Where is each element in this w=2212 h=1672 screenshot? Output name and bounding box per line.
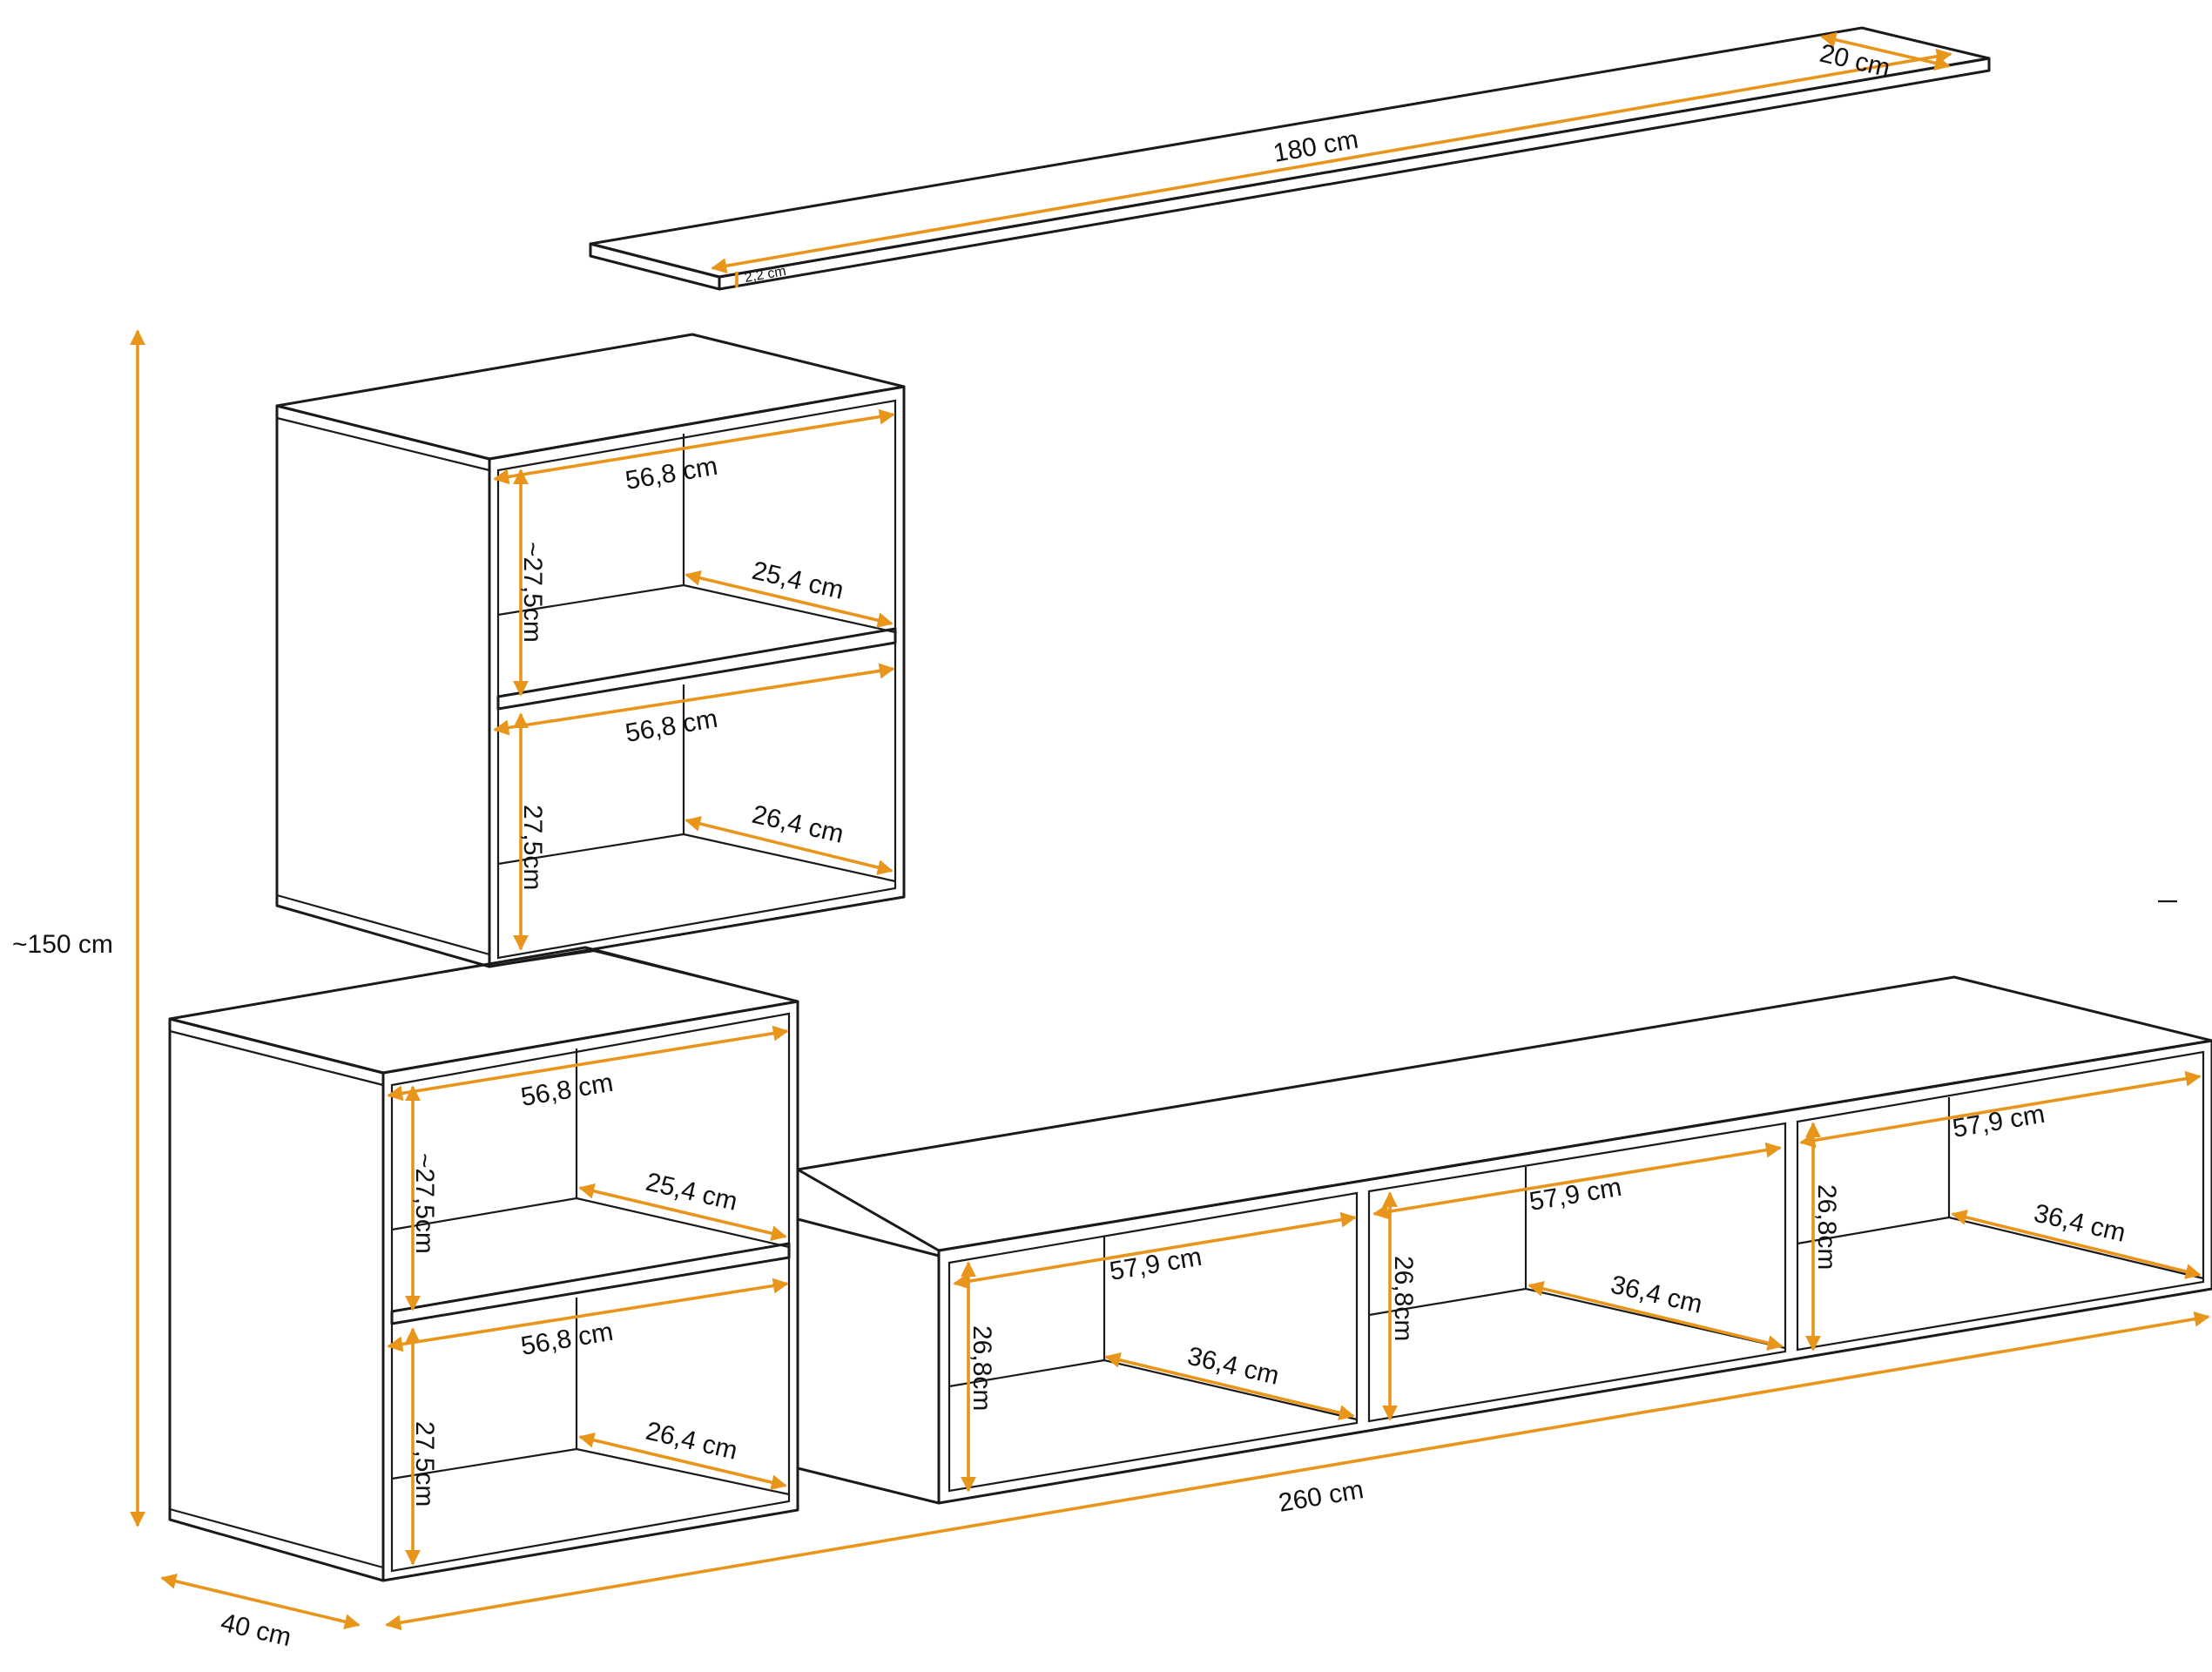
upper-top-width-label: 56,8 cm (624, 452, 720, 496)
tv-unit-dimensions: 57,9 cm 26,8cm 36,4 cm 57,9 cm 26,8cm 36… (953, 1070, 2202, 1493)
tv-c3-width-line (1799, 1070, 2202, 1149)
tv-c2-width-label: 57,9 cm (1527, 1173, 1624, 1217)
lower-top-width-line (387, 1025, 789, 1102)
lower-bottom-height-label: 27,5cm (410, 1421, 439, 1507)
cabinet-joint-edge (489, 949, 595, 968)
tv-c3-height-label: 26,8cm (1812, 1184, 1841, 1270)
upper-bottom-depth-line (685, 816, 894, 875)
shelf-depth-line (1820, 31, 1951, 71)
upper-top-depth-line (685, 570, 894, 629)
lower-cabinet-dimensions: 56,8 cm ~27,5cm 25,4 cm 56,8 cm 27,5cm 2… (387, 1025, 789, 1566)
tv-c3-width-label: 57,9 cm (1951, 1100, 2047, 1143)
upper-top-depth-label: 25,4 cm (749, 556, 846, 605)
upper-bottom-width-label: 56,8 cm (624, 705, 720, 748)
depth-label: 40 cm (218, 1608, 293, 1653)
lower-cabinet (168, 946, 799, 1582)
upper-top-width-line (493, 408, 895, 485)
lower-top-depth-line (578, 1183, 787, 1242)
lower-top-height-label: ~27,5cm (410, 1153, 439, 1254)
shelf-length-label: 180 cm (1271, 125, 1361, 168)
shelf-length-line (711, 48, 1952, 274)
upper-bottom-depth-label: 26,4 cm (749, 800, 846, 849)
tv-c1-width-label: 57,9 cm (1108, 1243, 1204, 1286)
upper-top-height-label: ~27,5cm (518, 542, 547, 643)
tv-unit (796, 975, 2212, 1505)
tv-c1-height-label: 26,8cm (968, 1325, 996, 1411)
tv-c1-width-line (953, 1211, 1357, 1290)
total-width-label: 260 cm (1277, 1475, 1366, 1518)
depth-line (160, 1574, 361, 1629)
tv-c2-height-label: 26,8cm (1389, 1256, 1418, 1341)
total-width-line (385, 1311, 2210, 1631)
tv-c3-depth-line (1951, 1210, 2202, 1279)
upper-cabinet-dimensions: 56,8 cm ~27,5cm 25,4 cm 56,8 cm 27,5cm 2… (493, 408, 895, 951)
shelf-dimensions: 180 cm 20 cm 2,2 cm (711, 31, 1952, 287)
total-height-label: ~150 cm (12, 930, 113, 959)
lower-bottom-depth-label: 26,4 cm (643, 1417, 739, 1466)
overall-dimensions: ~150 cm 260 cm 40 cm (12, 329, 2210, 1653)
lower-top-depth-label: 25,4 cm (643, 1168, 739, 1217)
upper-bottom-width-line (493, 663, 895, 736)
lower-top-width-label: 56,8 cm (519, 1069, 616, 1112)
upper-bottom-height-label: 27,5cm (518, 805, 547, 890)
tv-c2-width-line (1372, 1142, 1782, 1220)
